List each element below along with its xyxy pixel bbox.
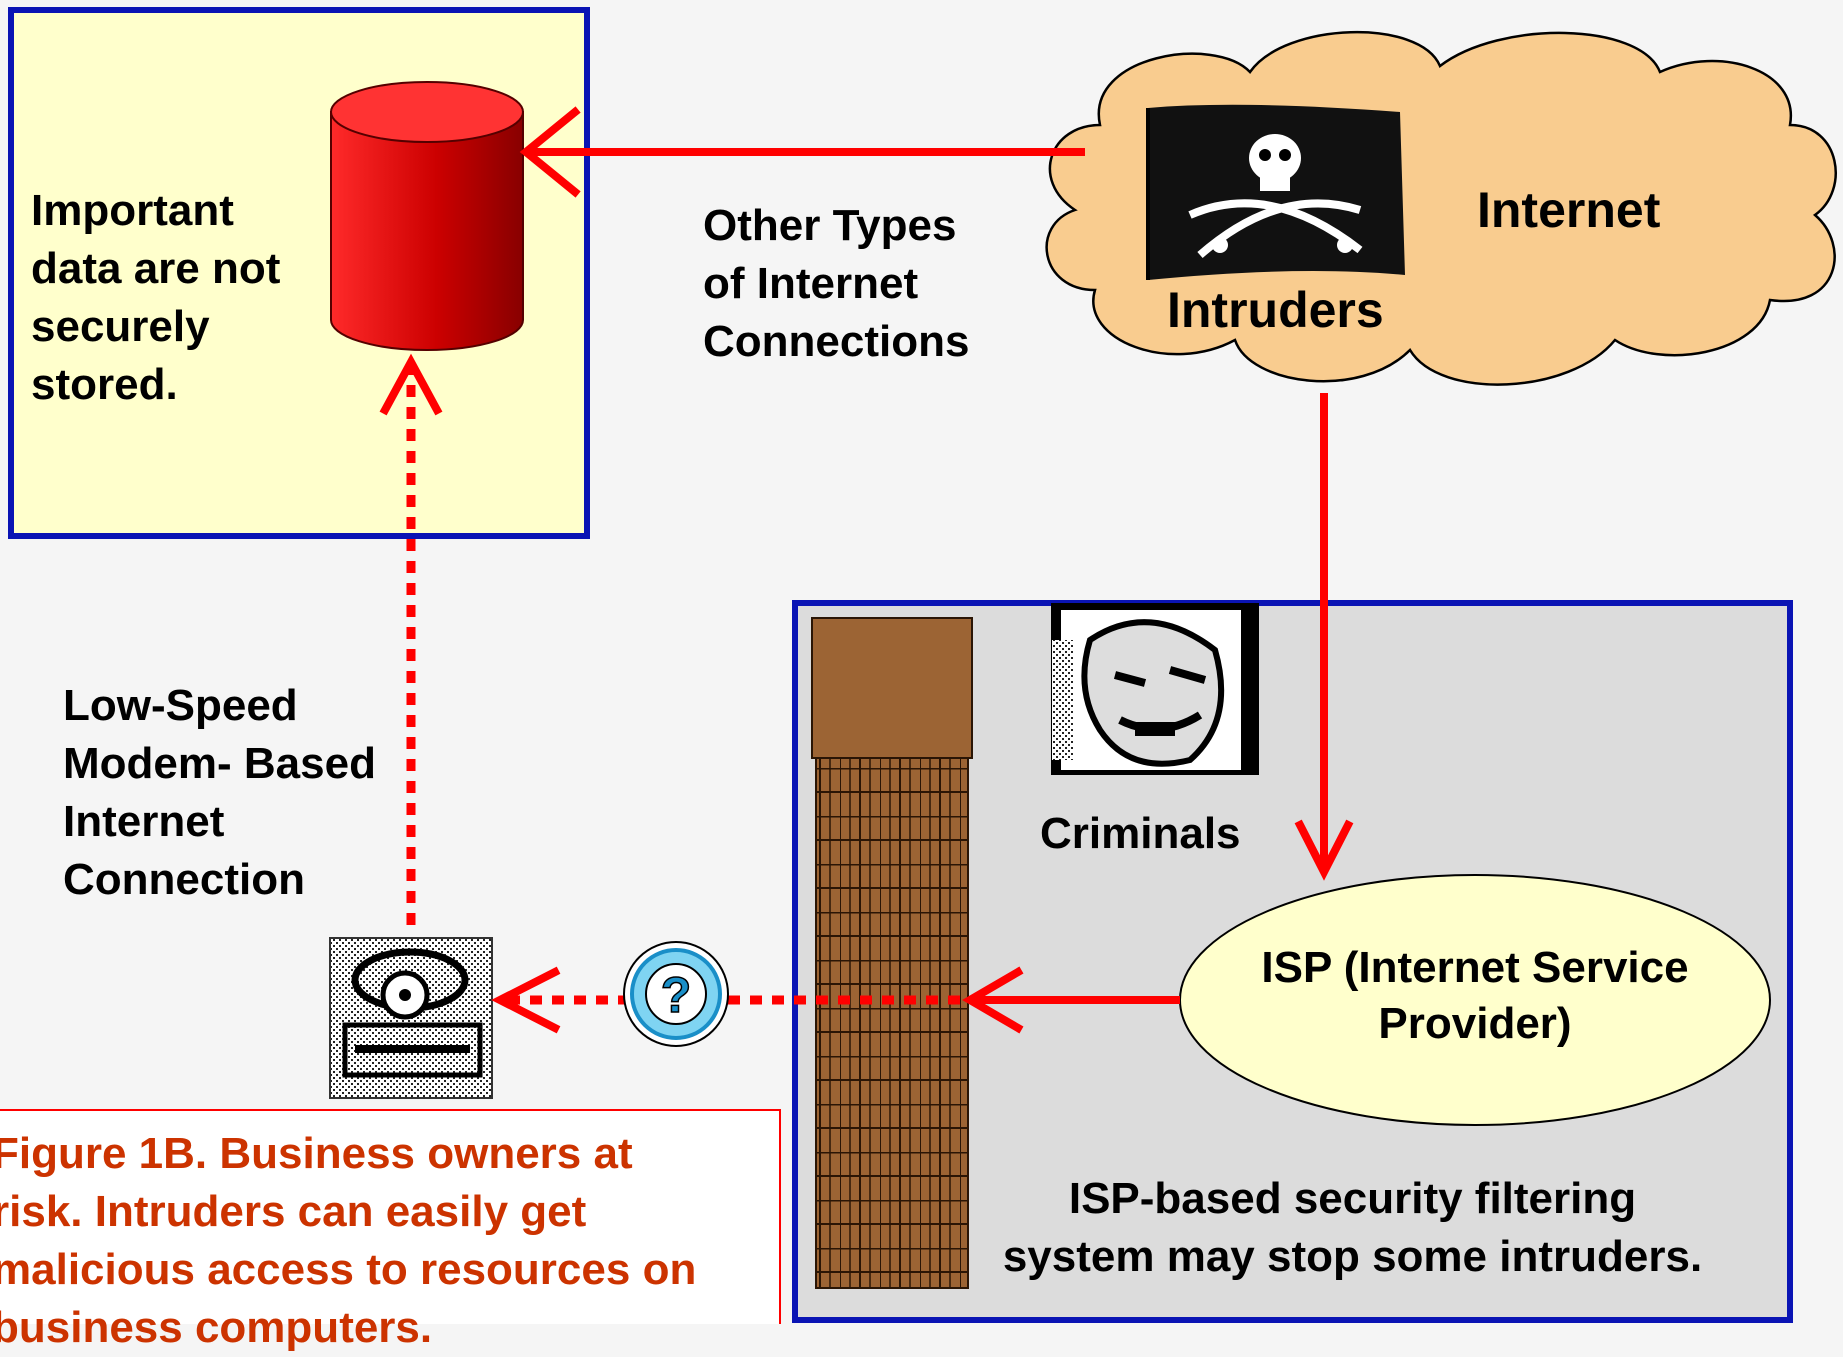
question-mark: ? [661,967,692,1023]
modem-connection-label: Low-Speed Modem- Based Internet Connecti… [63,681,376,904]
telephone-modem-icon [329,937,493,1099]
diagram-canvas: ? [0,7,1837,1324]
filter-label: ISP-based security filtering system may … [1002,1174,1703,1281]
brick-wall-icon [811,617,973,1289]
other-connections-label: Other Types of Internet Connections [703,201,970,366]
caption-box [0,1109,781,1324]
arrow-modem-to-data [379,353,443,925]
figure-caption: Figure 1B. Business owners at risk. Intr… [0,1129,697,1352]
arrow-isp-to-wall [962,966,1180,1034]
arrow-internet-to-data [519,106,1085,198]
isp-label: ISP (Internet Service Provider) [1261,943,1689,1048]
storage-label: Important data are not securely stored. [31,186,281,409]
arrow-wall-to-modem [491,966,960,1034]
intruders-label: Intruders [1167,282,1384,338]
database-icon [330,81,524,351]
pirate-flag-icon [1146,104,1405,280]
criminal-face-icon [1051,603,1259,775]
internet-label: Internet [1477,182,1661,238]
criminals-label: Criminals [1040,809,1241,858]
arrow-internet-to-isp [1294,393,1354,881]
question-badge: ? [623,941,729,1047]
